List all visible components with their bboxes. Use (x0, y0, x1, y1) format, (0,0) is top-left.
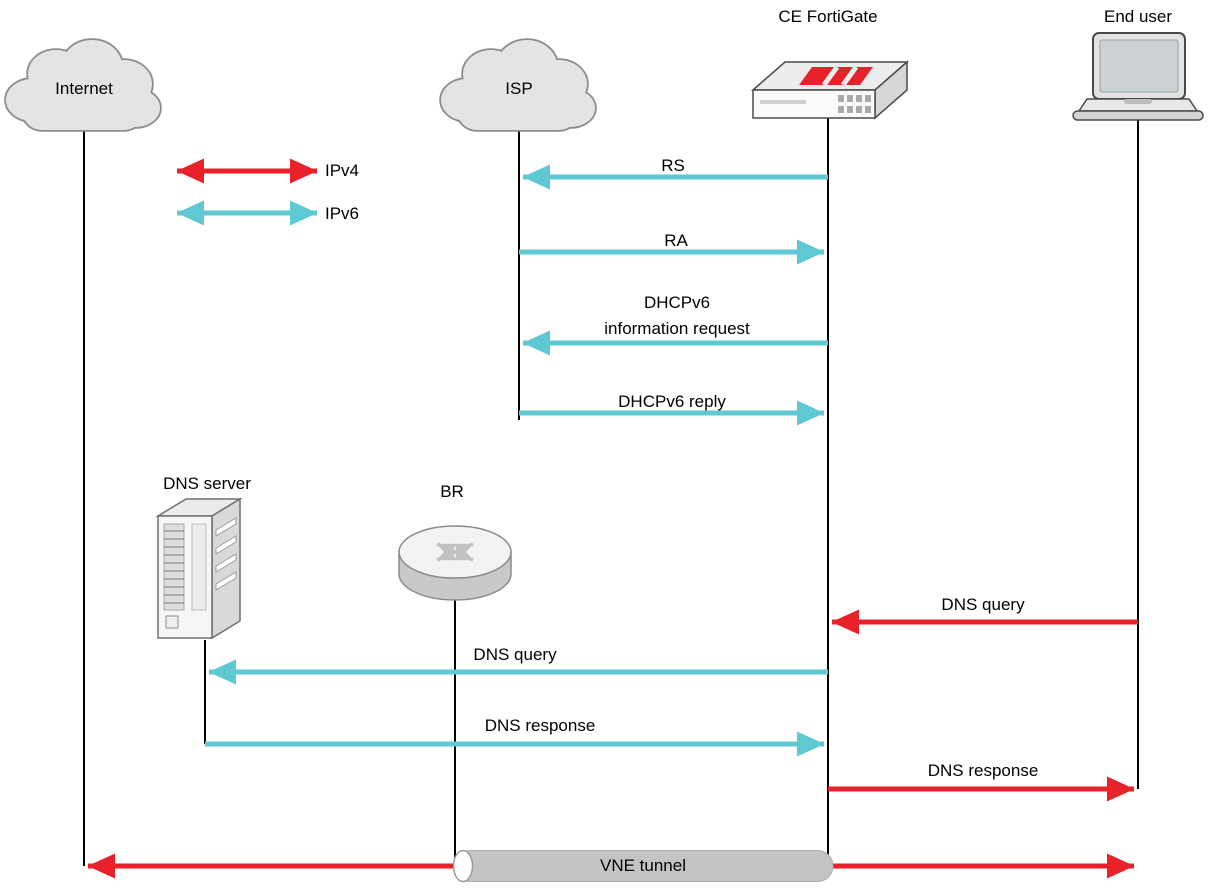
isp-label: ISP (505, 79, 533, 98)
lifelines (83, 116, 1139, 866)
fortigate-ports (838, 95, 871, 113)
server-front-vents (164, 530, 184, 604)
dns-query-user-to-ce-label: DNS query (941, 595, 1025, 614)
server-side-slots (215, 517, 237, 591)
end-user-label: End user (1103, 7, 1173, 26)
dns-response-dns-to-ce-label: DNS response (484, 716, 596, 735)
router-crossing-arrows (436, 542, 474, 562)
internet-label: Internet (55, 79, 113, 98)
br-label: BR (440, 482, 464, 501)
dhcpv6-reply-label: DHCPv6 reply (618, 392, 726, 411)
ce-fortigate-icon (751, 60, 909, 120)
ce-fortigate-label: CE FortiGate (778, 7, 878, 26)
dhcpv6-request-line1: DHCPv6 (643, 293, 711, 312)
end-user-laptop-icon (1072, 32, 1204, 121)
dhcpv6-request-label: DHCPv6 information request (604, 290, 750, 342)
dns-server-label: DNS server (163, 474, 251, 493)
dhcpv6-request-line2: information request (604, 319, 750, 338)
vne-tunnel-pipe (452, 849, 834, 883)
legend-ipv4-label: IPv4 (325, 161, 360, 180)
br-router-icon (398, 525, 512, 601)
dns-response-ce-to-user-label: DNS response (927, 761, 1039, 780)
legend-ipv6-label: IPv6 (325, 204, 360, 223)
rs-label: RS (661, 156, 685, 175)
ra-label: RA (664, 231, 688, 250)
tunnel-opening (452, 849, 474, 883)
dns-server-icon (155, 497, 243, 640)
vne-tunnel-label: VNE tunnel (600, 856, 686, 875)
dns-query-ce-to-dns-label: DNS query (473, 645, 557, 664)
